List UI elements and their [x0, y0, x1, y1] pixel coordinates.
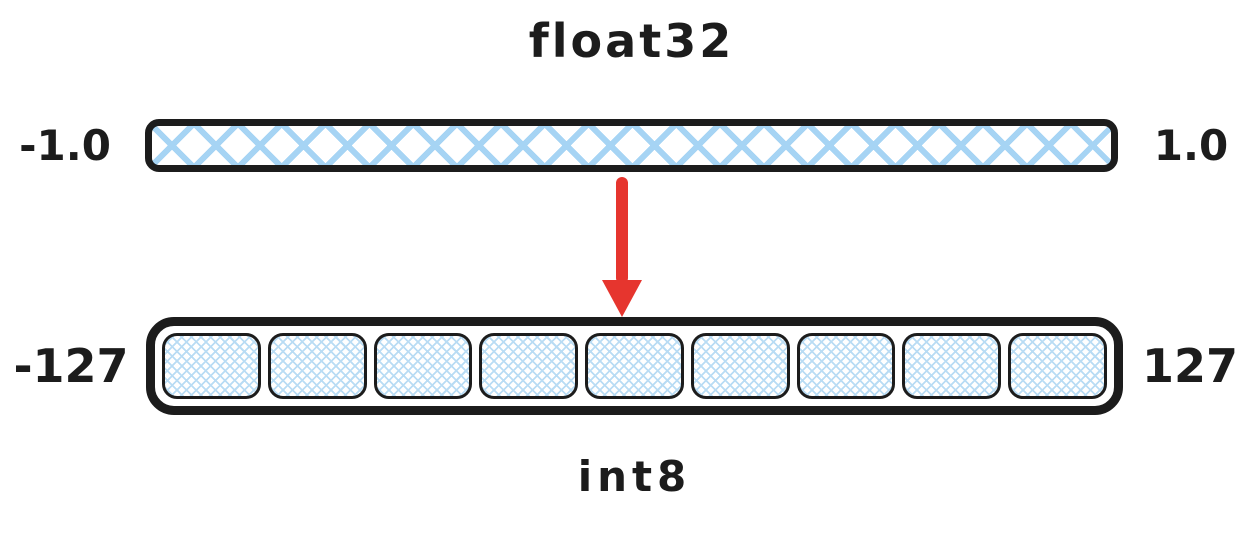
int8-cell [902, 333, 1002, 399]
int8-cell [479, 333, 579, 399]
int8-max-label: 127 [1141, 339, 1239, 393]
float32-bar [145, 119, 1118, 172]
int8-title: int8 [577, 452, 692, 501]
int8-bar [146, 317, 1123, 415]
arrow-down-icon [602, 280, 642, 317]
int8-cell [162, 333, 261, 399]
float32-title: float32 [528, 14, 735, 68]
int8-cell [585, 333, 684, 399]
int8-cell [1008, 333, 1108, 399]
int8-cell [373, 333, 473, 399]
int8-cell [796, 333, 896, 399]
arrow-shaft [616, 177, 628, 284]
float32-min-label: -1.0 [19, 121, 111, 170]
int8-cell [267, 333, 367, 399]
int8-cell [690, 333, 790, 399]
float32-max-label: 1.0 [1153, 121, 1229, 170]
int8-min-label: -127 [13, 339, 129, 393]
quantize-arrow [602, 177, 642, 317]
